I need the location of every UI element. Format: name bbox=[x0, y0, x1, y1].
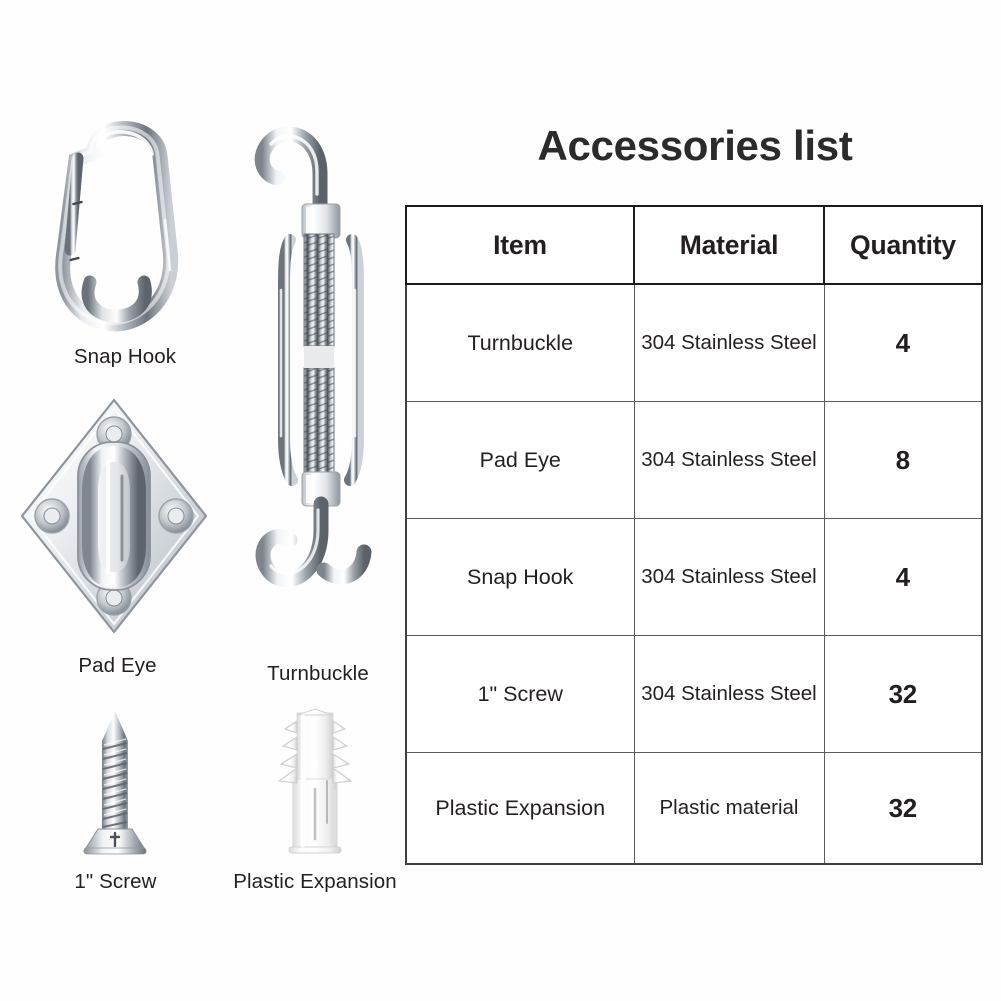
snap-hook-illustration bbox=[55, 121, 179, 332]
gallery-item-plastic-expansion: Plastic Expansion bbox=[215, 705, 415, 905]
plastic-expansion-illustration bbox=[277, 708, 353, 854]
gallery-item-screw: 1" Screw bbox=[48, 705, 183, 905]
column-header-material: Material bbox=[633, 205, 825, 285]
cell-material: 304 Stainless Steel bbox=[633, 518, 825, 636]
product-gallery: Snap Hook bbox=[0, 0, 400, 1001]
column-header-item: Item bbox=[405, 205, 635, 285]
cell-material: Plastic material bbox=[633, 752, 825, 865]
table-body: Turnbuckle 304 Stainless Steel 4 Pad Eye… bbox=[405, 283, 983, 865]
cell-material: 304 Stainless Steel bbox=[633, 283, 825, 402]
cell-material: 304 Stainless Steel bbox=[633, 635, 825, 753]
cell-quantity: 32 bbox=[823, 752, 983, 865]
cell-quantity: 4 bbox=[823, 283, 983, 402]
table-row: Snap Hook 304 Stainless Steel 4 bbox=[405, 518, 983, 636]
gallery-item-snap-hook: Snap Hook bbox=[20, 100, 230, 390]
cell-item: Pad Eye bbox=[405, 401, 635, 519]
cell-item: Plastic Expansion bbox=[405, 752, 635, 865]
cell-quantity: 8 bbox=[823, 401, 983, 519]
gallery-caption-turnbuckle: Turnbuckle bbox=[267, 662, 369, 685]
cell-quantity: 4 bbox=[823, 518, 983, 636]
table-row: Turnbuckle 304 Stainless Steel 4 bbox=[405, 283, 983, 402]
gallery-caption-snap-hook: Snap Hook bbox=[73, 345, 177, 368]
cell-material: 304 Stainless Steel bbox=[633, 401, 825, 519]
turnbuckle-illustration bbox=[254, 126, 372, 588]
accessories-table: Item Material Quantity Turnbuckle 304 St… bbox=[405, 205, 983, 865]
screw-illustration bbox=[83, 711, 147, 855]
page-title: Accessories list bbox=[537, 122, 853, 169]
cell-item: Turnbuckle bbox=[405, 283, 635, 402]
gallery-caption-pad-eye: Pad Eye bbox=[78, 654, 157, 677]
cell-item: Snap Hook bbox=[405, 518, 635, 636]
table-header-row: Item Material Quantity bbox=[405, 205, 983, 285]
gallery-item-turnbuckle: Turnbuckle bbox=[228, 100, 408, 690]
cell-quantity: 32 bbox=[823, 635, 983, 753]
cell-item: 1" Screw bbox=[405, 635, 635, 753]
pad-eye-illustration bbox=[20, 398, 208, 634]
gallery-caption-screw: 1" Screw bbox=[74, 870, 157, 893]
table-row: 1" Screw 304 Stainless Steel 32 bbox=[405, 635, 983, 753]
gallery-item-pad-eye: Pad Eye bbox=[10, 392, 225, 692]
table-row: Pad Eye 304 Stainless Steel 8 bbox=[405, 401, 983, 519]
accessories-panel: Accessories list Item Material Quantity … bbox=[400, 0, 1001, 1001]
gallery-caption-plastic-expansion: Plastic Expansion bbox=[233, 870, 397, 893]
column-header-quantity: Quantity bbox=[823, 205, 983, 285]
table-row: Plastic Expansion Plastic material 32 bbox=[405, 752, 983, 865]
